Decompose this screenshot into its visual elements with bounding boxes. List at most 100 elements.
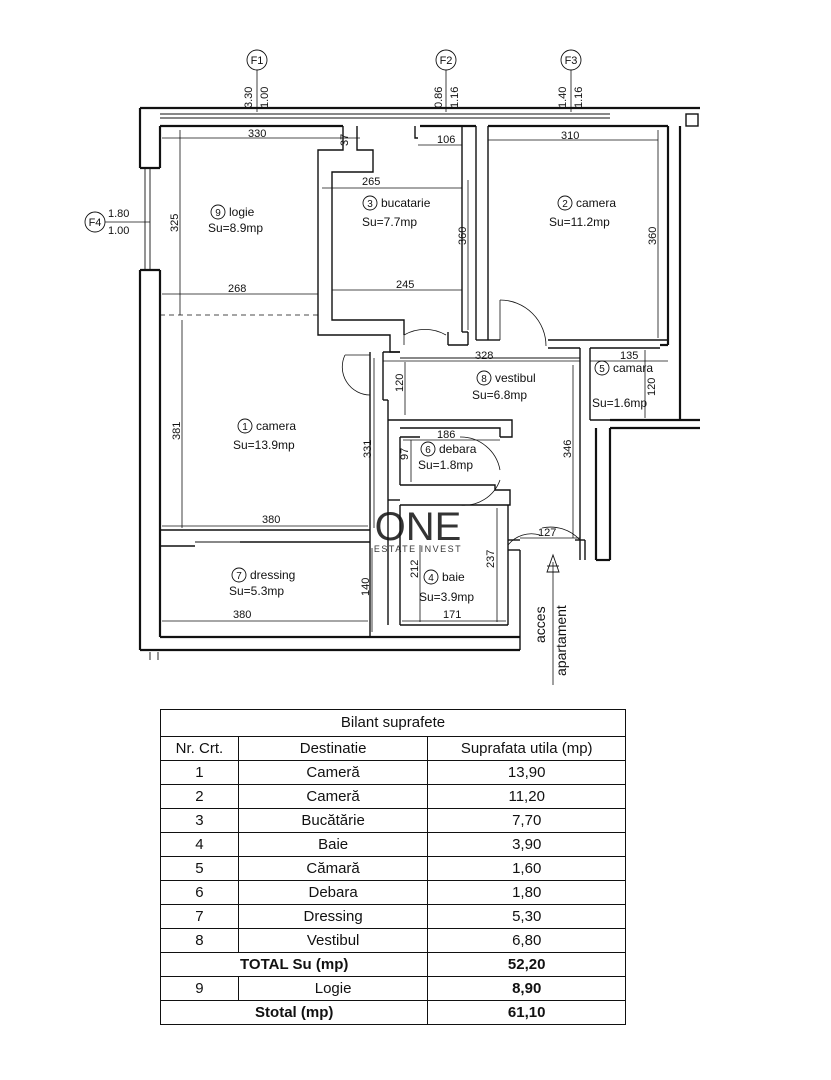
dimension-lines <box>162 130 668 632</box>
room-bucatarie: 3 bucatarie Su=7.7mp <box>362 195 431 229</box>
exterior-walls <box>138 106 700 660</box>
room-baie: 4 baie Su=3.9mp <box>419 569 474 604</box>
axis-value-top: 1.40 <box>557 87 569 108</box>
axis-marker-f1: F1 3.30 1.00 <box>243 49 271 112</box>
floor-plan: F1 3.30 1.00 F2 0.86 1.16 F3 1.40 1.16 F… <box>84 49 700 685</box>
room-number: 4 <box>428 573 434 584</box>
column-header: Suprafata utila (mp) <box>427 736 626 761</box>
table-cell: 8,90 <box>427 976 626 1001</box>
axis-label: F4 <box>89 217 102 229</box>
room-area: Su=11.2mp <box>549 215 610 229</box>
dimension-label: 325 <box>169 214 181 232</box>
axis-value-top: 3.30 <box>243 87 255 108</box>
dimension-label: 127 <box>538 527 556 539</box>
dimension-label: 360 <box>647 227 659 245</box>
table-row: 4 Baie 3,90 <box>160 832 626 857</box>
dimension-label: 380 <box>262 514 280 526</box>
table-cell: 4 <box>160 832 239 857</box>
stotal-label: Stotal (mp) <box>159 1000 429 1025</box>
room-area: Su=3.9mp <box>419 590 474 604</box>
table-stotal-row: Stotal (mp) 61,10 <box>159 1000 626 1025</box>
table-total-row: TOTAL Su (mp) 52,20 <box>159 952 626 977</box>
axis-label: F3 <box>565 55 578 67</box>
table-header-row: Nr. Crt. Destinatie Suprafata utila (mp) <box>160 736 626 761</box>
room-logie: 9 logie Su=8.9mp <box>208 204 263 235</box>
table-cell: Baie <box>237 832 429 857</box>
table-cell: Debara <box>237 880 429 905</box>
dimension-label: 346 <box>562 440 574 458</box>
column-header: Nr. Crt. <box>160 736 239 761</box>
table-cell: 5 <box>160 856 239 881</box>
watermark-sub: ESTATE INVEST <box>374 544 462 554</box>
table-cell: Bucătărie <box>237 808 429 833</box>
table-cell: 3,90 <box>427 832 626 857</box>
table-cell: 3 <box>160 808 239 833</box>
total-value: 52,20 <box>427 952 626 977</box>
table-cell: Cămară <box>237 856 429 881</box>
axis-label: F1 <box>251 55 264 67</box>
table-cell: Cameră <box>237 784 429 809</box>
table-cell: 11,20 <box>427 784 626 809</box>
dimension-label: 328 <box>475 350 493 362</box>
dimension-label: 381 <box>171 422 183 440</box>
column-header: Destinatie <box>237 736 429 761</box>
dimension-label: 186 <box>437 429 455 441</box>
room-area: Su=6.8mp <box>472 388 527 402</box>
room-number: 2 <box>562 199 568 210</box>
room-debara: 6 debara Su=1.8mp <box>418 441 477 472</box>
axis-marker-f3: F3 1.40 1.16 <box>557 49 585 112</box>
room-name: baie <box>442 570 465 584</box>
entrance-arrow: acces apartament <box>532 553 569 685</box>
table-row: 6 Debara 1,80 <box>160 880 626 905</box>
room-name: camara <box>613 361 653 375</box>
room-area: Su=5.3mp <box>229 584 284 598</box>
room-number: 1 <box>242 422 248 433</box>
dimension-label: 97 <box>399 448 411 460</box>
room-camara: 5 camara Su=1.6mp <box>592 360 653 410</box>
room-camera-1: 1 camera Su=13.9mp <box>233 418 296 452</box>
doors <box>341 299 581 546</box>
table-row: 3 Bucătărie 7,70 <box>160 808 626 833</box>
table-cell: 1,80 <box>427 880 626 905</box>
axis-marker-f2: F2 0.86 1.16 <box>433 49 461 112</box>
dimension-labels: 330 37 106 310 265 325 360 360 268 245 3… <box>169 128 659 621</box>
entrance-label-2: apartament <box>553 605 569 676</box>
room-area: Su=1.8mp <box>418 458 473 472</box>
area-summary-table: Bilant suprafete Nr. Crt. Destinatie Sup… <box>159 709 626 1025</box>
table-row: 5 Cămară 1,60 <box>160 856 626 881</box>
room-number: 5 <box>599 364 605 375</box>
dimension-label: 330 <box>248 128 266 140</box>
watermark-logo: ONE ESTATE INVEST <box>374 505 462 554</box>
axis-value-top: 0.86 <box>433 87 445 108</box>
table-cell: 9 <box>160 976 239 1001</box>
table-row: 7 Dressing 5,30 <box>160 904 626 929</box>
dimension-label: 310 <box>561 130 579 142</box>
room-number: 6 <box>425 445 431 456</box>
table-cell: Dressing <box>237 904 429 929</box>
dimension-label: 120 <box>646 378 658 396</box>
table-cell: 7 <box>160 904 239 929</box>
table-cell: 6,80 <box>427 928 626 953</box>
room-name: logie <box>229 205 255 219</box>
axis-value-bottom: 1.00 <box>108 225 129 237</box>
table-cell: 8 <box>160 928 239 953</box>
dimension-label: 245 <box>396 279 414 291</box>
dimension-label: 265 <box>362 176 380 188</box>
room-area: Su=8.9mp <box>208 221 263 235</box>
arrow-up-icon <box>546 553 560 573</box>
room-name: debara <box>439 442 477 456</box>
room-name: bucatarie <box>381 196 431 210</box>
table-cell: 1,60 <box>427 856 626 881</box>
axis-value-bottom: 1.00 <box>259 87 271 108</box>
table-cell: 1 <box>160 760 239 785</box>
dimension-label: 380 <box>233 609 251 621</box>
axis-marker-f4: F4 1.80 1.00 <box>84 208 150 237</box>
table-cell: 2 <box>160 784 239 809</box>
table-cell: Logie <box>237 976 429 1001</box>
table-cell: 6 <box>160 880 239 905</box>
dimension-label: 135 <box>620 350 638 362</box>
axis-value-top: 1.80 <box>108 208 129 220</box>
table-row: 9 Logie 8,90 <box>160 976 626 1001</box>
table-cell: Cameră <box>237 760 429 785</box>
table-row: 2 Cameră 11,20 <box>160 784 626 809</box>
